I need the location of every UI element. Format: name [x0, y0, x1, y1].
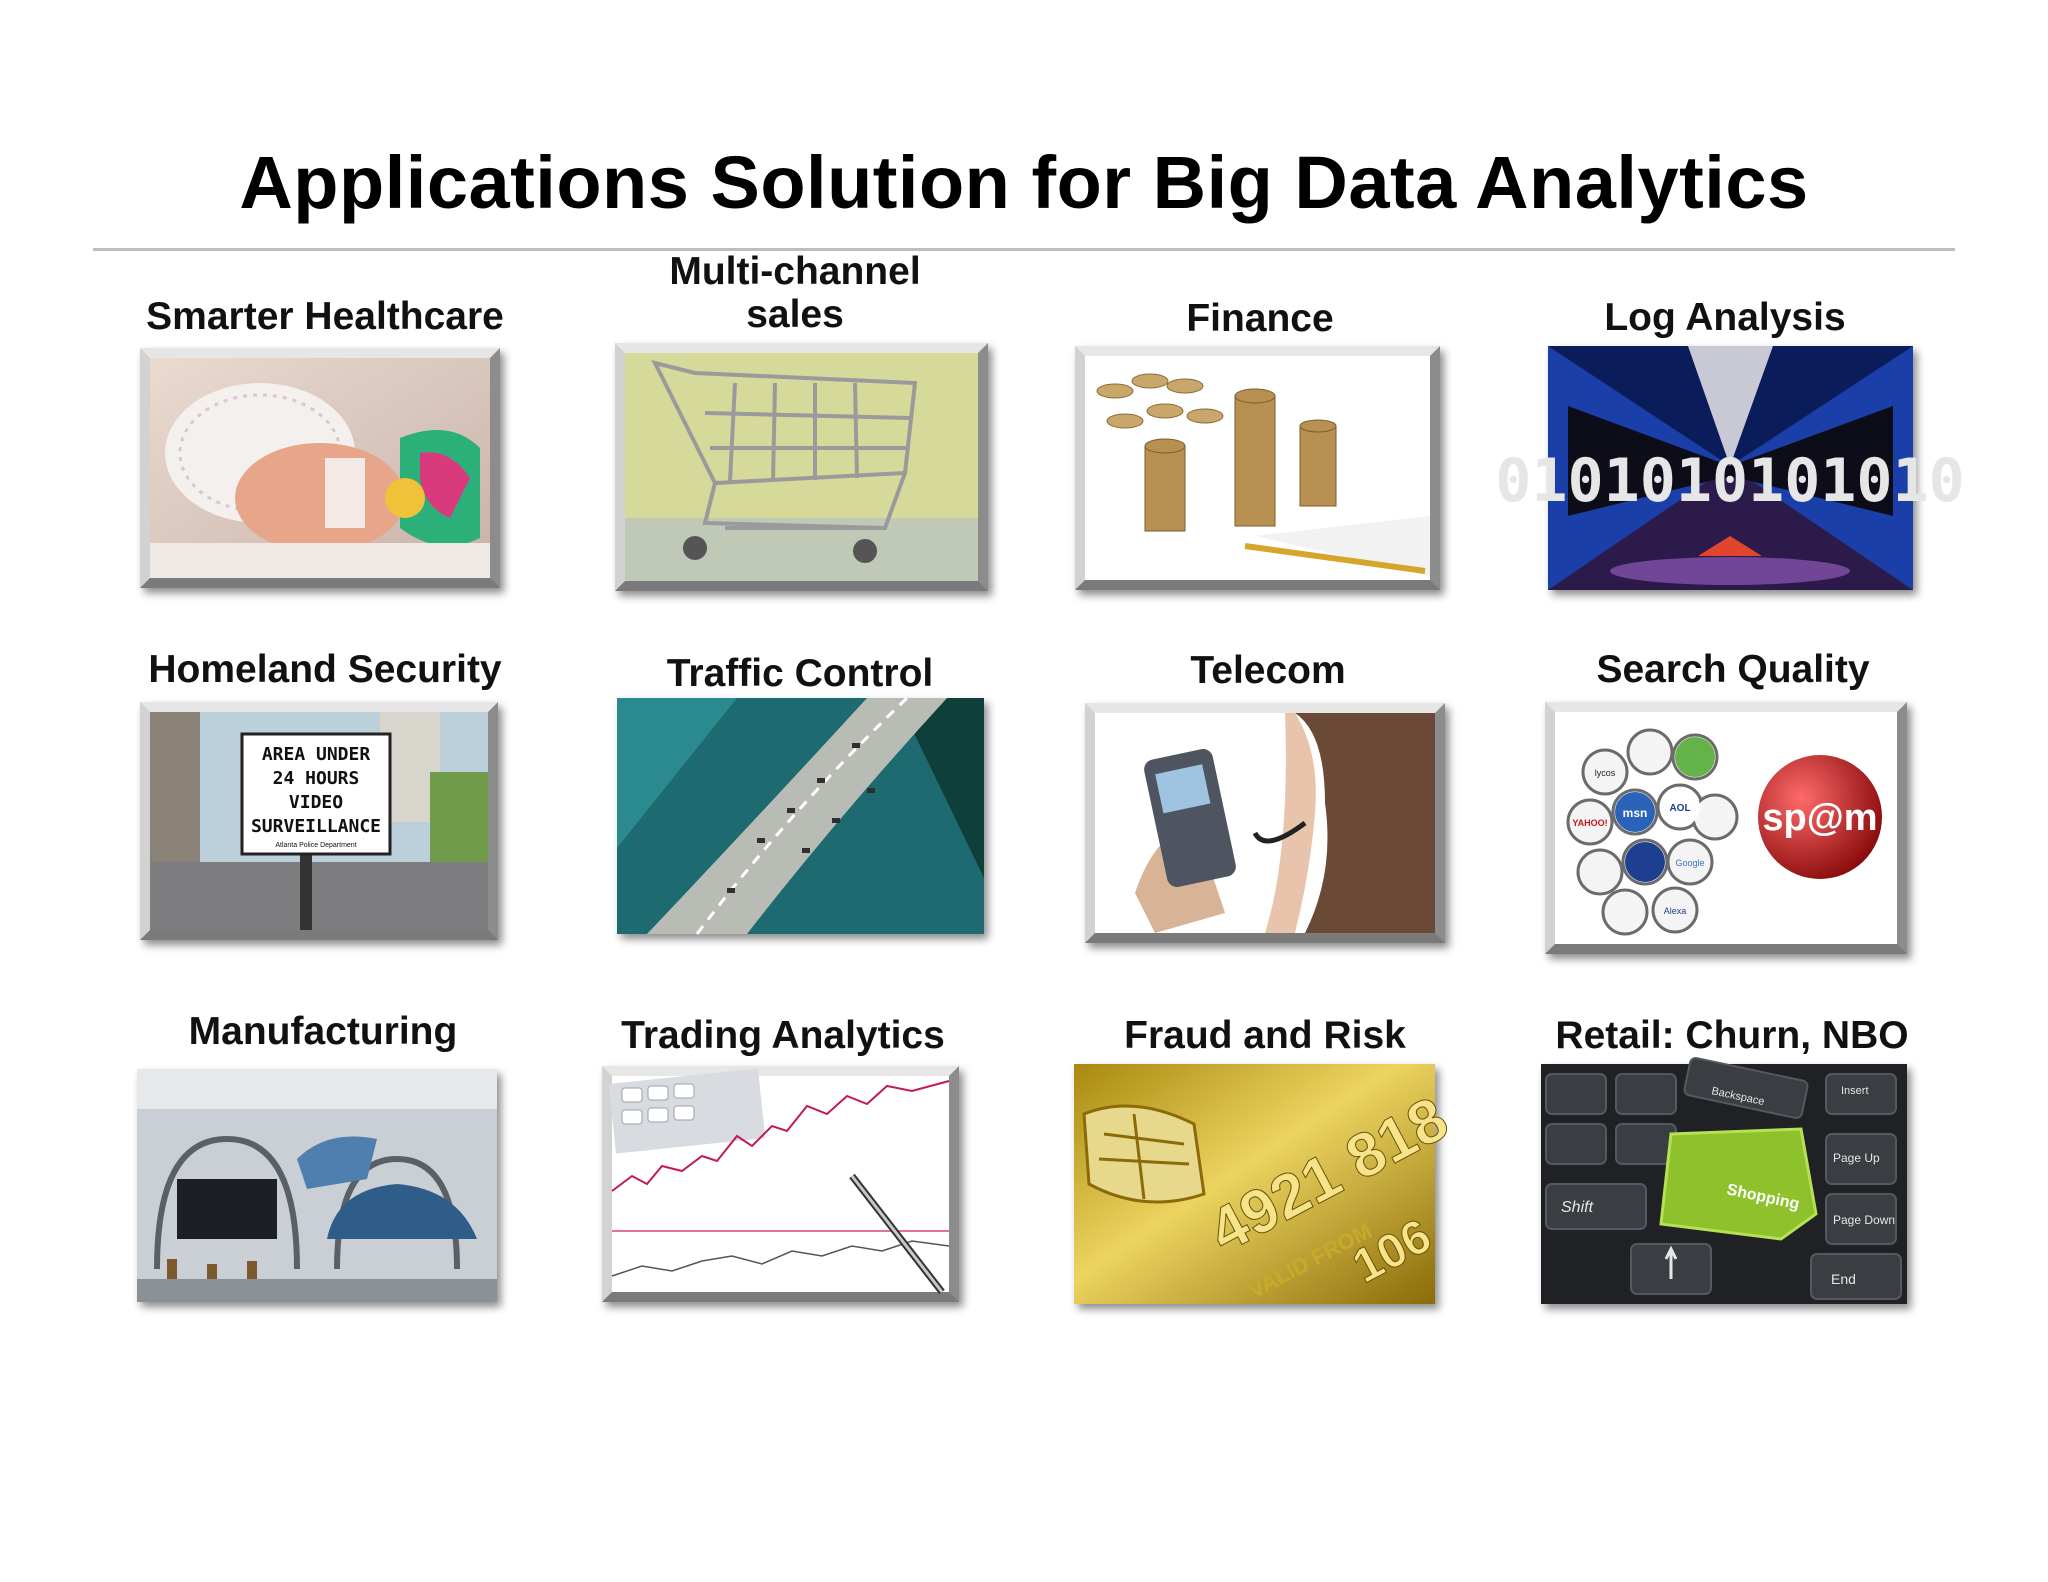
spam-text: sp@m [1762, 797, 1877, 839]
label-sales-line: sales [746, 293, 844, 336]
label-telecom: Telecom [1190, 649, 1346, 692]
shopping-cart-image [615, 343, 988, 591]
label-fraud-and-risk: Fraud and Risk [1124, 1014, 1406, 1057]
sign-line-4: SURVEILLANCE [251, 816, 381, 837]
shopping-keyboard-image: Shopping Backspace Insert Page Up Page D… [1541, 1057, 1907, 1304]
slide-title: Applications Solution for Big Data Analy… [239, 141, 1809, 224]
coin-stacks-image [1075, 346, 1440, 590]
binary-data-image: 0101010101010 [1495, 346, 1965, 590]
stock-chart-calculator-image [602, 1066, 959, 1302]
logo-msn: msn [1623, 806, 1648, 820]
title-divider [93, 248, 1955, 251]
phone-headset-image [1085, 703, 1445, 943]
sign-line-2: 24 HOURS [273, 768, 360, 789]
sign-small-text: Atlanta Police Department [275, 842, 356, 849]
label-finance: Finance [1186, 297, 1334, 340]
label-traffic-control: Traffic Control [666, 652, 934, 695]
logo-yahoo: YAHOO! [1572, 818, 1607, 828]
credit-card-chip-image: 4921 818 VALID FROM 106 [1074, 1064, 1459, 1304]
label-trading-analytics: Trading Analytics [621, 1014, 945, 1057]
logo-lycos: lycos [1595, 768, 1616, 778]
newborn-baby-image [140, 348, 500, 588]
label-homeland-security: Homeland Security [148, 648, 502, 691]
label-smarter-healthcare: Smarter Healthcare [146, 295, 504, 338]
label-multi-channel-sales: Multi-channel sales [610, 250, 980, 336]
key-end-text: End [1831, 1271, 1856, 1287]
key-insert-text: Insert [1841, 1085, 1869, 1097]
label-log-analysis: Log Analysis [1604, 296, 1846, 339]
sign-line-3: VIDEO [289, 792, 343, 813]
label-manufacturing: Manufacturing [188, 1010, 458, 1053]
label-retail-churn-nbo: Retail: Churn, NBO [1555, 1014, 1909, 1057]
sign-line-1: AREA UNDER [262, 744, 371, 765]
search-engines-spam-image: msn YAHOO! AOL Google Alexa lycos sp@m [1545, 702, 1907, 954]
key-page-up-text: Page Up [1833, 1151, 1880, 1165]
key-shift-text: Shift [1561, 1199, 1594, 1216]
binary-text: 0101010101010 [1495, 446, 1965, 516]
surveillance-sign-image: AREA UNDER 24 HOURS VIDEO SURVEILLANCE A… [140, 702, 498, 940]
logo-alexa: Alexa [1664, 906, 1687, 916]
key-page-down-text: Page Down [1833, 1213, 1895, 1227]
label-multi-channel-line: Multi-channel [669, 250, 921, 293]
logo-aol: AOL [1669, 803, 1690, 814]
car-assembly-line-image [137, 1069, 497, 1302]
highway-traffic-image [617, 696, 984, 935]
logo-google: Google [1675, 858, 1704, 868]
label-search-quality: Search Quality [1596, 648, 1870, 691]
